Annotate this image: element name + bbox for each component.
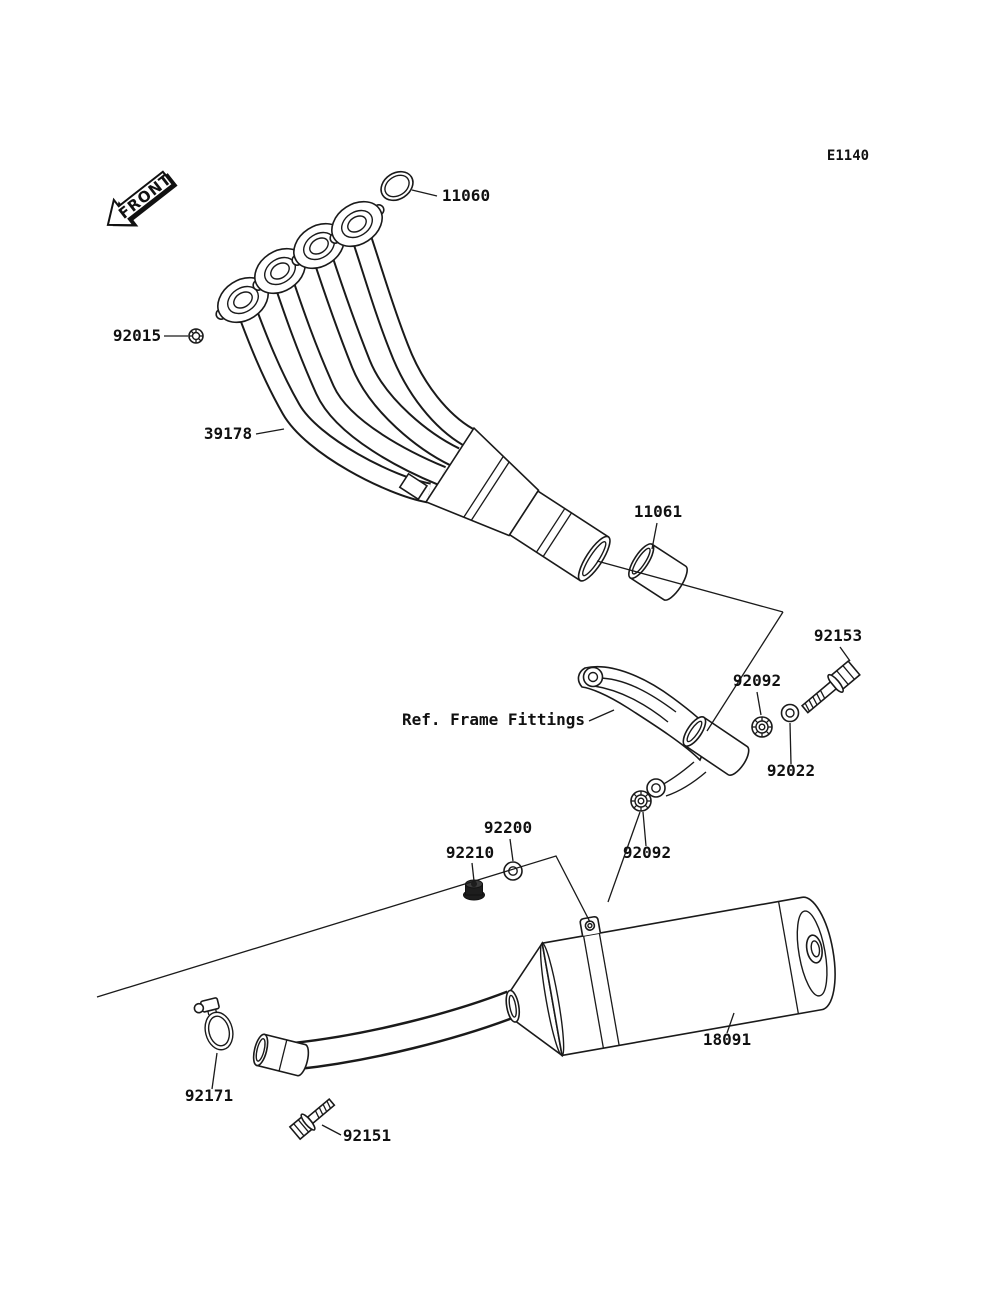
part-label-11060: 11060 [442,186,490,205]
part-label-92200: 92200 [484,818,532,837]
diagram-code: E1140 [827,148,869,164]
part-label-18091: 18091 [703,1030,751,1049]
part-label-39178: 39178 [204,424,252,443]
exhaust-header-pipes-drawing [215,200,611,582]
front-label: FRONT [115,170,175,223]
nut-92015 [188,328,204,344]
washer-92200 [503,861,523,881]
muffler-inlet-pipe [294,990,518,1071]
part-label-92171: 92171 [185,1086,233,1105]
muffler-body-18091 [505,896,836,1058]
washer-92022 [780,703,800,723]
bolt-92151 [288,1097,336,1141]
part-label-92092-lower: 92092 [623,843,671,862]
leader-lines [96,189,851,1136]
flange-nut-92092-lower [630,790,652,812]
part-label-92092-upper: 92092 [733,671,781,690]
part-label-92015: 92015 [113,326,161,345]
exhaust-flange-4 [329,200,385,248]
part-label-92210: 92210 [446,843,494,862]
sleeve-11061 [628,543,688,601]
muffler-bracket [577,666,750,798]
part-label-92153: 92153 [814,626,862,645]
front-direction-arrow-icon: FRONT [106,170,178,227]
part-label-11061: 11061 [634,502,682,521]
ref-frame-fittings-note: Ref. Frame Fittings [402,710,585,729]
flange-nut-92092-upper [751,716,773,738]
bolt-92153 [800,659,861,714]
part-label-92022: 92022 [767,761,815,780]
pipe-joint-ring [252,1033,310,1077]
clamp-92171 [193,997,234,1051]
gasket-ring-11060 [380,170,414,202]
part-label-92151: 92151 [343,1126,391,1145]
